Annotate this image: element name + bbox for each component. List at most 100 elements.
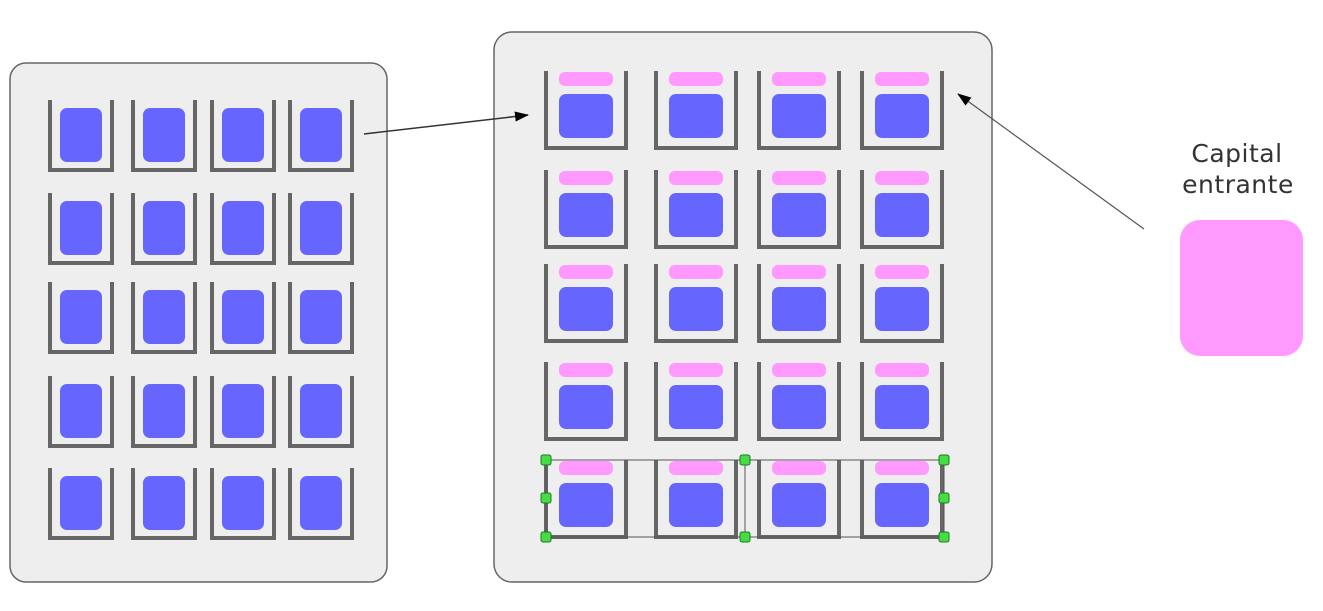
capital-block [143, 290, 185, 344]
incoming-capital-chip [875, 72, 929, 86]
right-cell [544, 71, 628, 150]
incoming-capital-label-line1: Capital [1191, 139, 1282, 168]
resize-handle[interactable] [739, 454, 751, 466]
capital-block [669, 385, 723, 429]
left-cell [131, 100, 197, 172]
right-cell [860, 170, 944, 249]
right-cell [757, 71, 841, 150]
resize-handle[interactable] [938, 492, 950, 504]
left-cell [131, 468, 197, 540]
left-cell [288, 376, 354, 448]
capital-block [669, 287, 723, 331]
right-panel [493, 31, 993, 583]
capital-block [875, 287, 929, 331]
container-cup [131, 100, 197, 172]
capital-block [143, 384, 185, 438]
capital-block [669, 483, 723, 527]
capital-block [772, 287, 826, 331]
container-cup [210, 282, 276, 354]
container-cup [48, 100, 114, 172]
container-cup [860, 362, 944, 441]
left-cell [131, 282, 197, 354]
transfer-arrow [363, 111, 529, 135]
container-cup [757, 170, 841, 249]
container-cup [860, 71, 944, 150]
left-cell [48, 100, 114, 172]
incoming-capital-chip [772, 171, 826, 185]
resize-handle[interactable] [540, 454, 552, 466]
capital-block [60, 290, 102, 344]
right-cell [757, 264, 841, 343]
container-cup [48, 282, 114, 354]
container-cup [210, 376, 276, 448]
capital-block [559, 287, 613, 331]
right-cell [544, 264, 628, 343]
capital-block [300, 384, 342, 438]
right-cell [654, 71, 738, 150]
capital-block [772, 193, 826, 237]
resize-handle[interactable] [938, 531, 950, 543]
right-cell [544, 362, 628, 441]
container-cup [48, 376, 114, 448]
capital-block [300, 108, 342, 162]
incoming-capital-chip [669, 265, 723, 279]
left-cell [210, 100, 276, 172]
incoming-capital-label-line2: entrante [1182, 170, 1294, 199]
incoming-capital-chip [875, 363, 929, 377]
capital-block [559, 483, 613, 527]
container-cup [131, 468, 197, 540]
container-cup [48, 193, 114, 265]
left-cell [48, 468, 114, 540]
capital-block [60, 384, 102, 438]
incoming-capital-chip [559, 171, 613, 185]
resize-handle[interactable] [540, 492, 552, 504]
incoming-arrow [957, 93, 1145, 230]
capital-block [222, 108, 264, 162]
container-cup [544, 170, 628, 249]
left-cell [48, 193, 114, 265]
selection-box[interactable] [540, 454, 950, 543]
container-cup [757, 362, 841, 441]
incoming-capital-chip [772, 363, 826, 377]
capital-block [300, 201, 342, 255]
container-cup [288, 282, 354, 354]
left-panel-grid [48, 100, 354, 540]
container-cup [860, 264, 944, 343]
capital-block [669, 193, 723, 237]
incoming-capital-chip [772, 265, 826, 279]
capital-block [772, 94, 826, 138]
incoming-capital-chip [669, 461, 723, 475]
incoming-capital-block[interactable] [1180, 220, 1303, 356]
container-cup [48, 468, 114, 540]
resize-handle[interactable] [739, 531, 751, 543]
left-cell [288, 282, 354, 354]
container-cup [131, 282, 197, 354]
capital-block [559, 94, 613, 138]
container-cup [860, 170, 944, 249]
resize-handle[interactable] [540, 531, 552, 543]
container-cup [757, 264, 841, 343]
left-cell [288, 193, 354, 265]
incoming-capital-chip [559, 461, 613, 475]
capital-block [143, 108, 185, 162]
capital-block [875, 385, 929, 429]
container-cup [288, 468, 354, 540]
left-cell [210, 468, 276, 540]
left-cell [288, 468, 354, 540]
incoming-capital-chip [559, 363, 613, 377]
left-cell [210, 376, 276, 448]
container-cup [288, 376, 354, 448]
capital-block [222, 290, 264, 344]
incoming-capital-chip [772, 461, 826, 475]
right-cell [860, 264, 944, 343]
container-cup [288, 100, 354, 172]
container-cup [210, 100, 276, 172]
capital-block [222, 384, 264, 438]
right-cell [654, 264, 738, 343]
container-cup [654, 362, 738, 441]
resize-handle[interactable] [938, 454, 950, 466]
left-cell [131, 376, 197, 448]
capital-block [772, 483, 826, 527]
container-cup [544, 362, 628, 441]
right-cell [757, 170, 841, 249]
